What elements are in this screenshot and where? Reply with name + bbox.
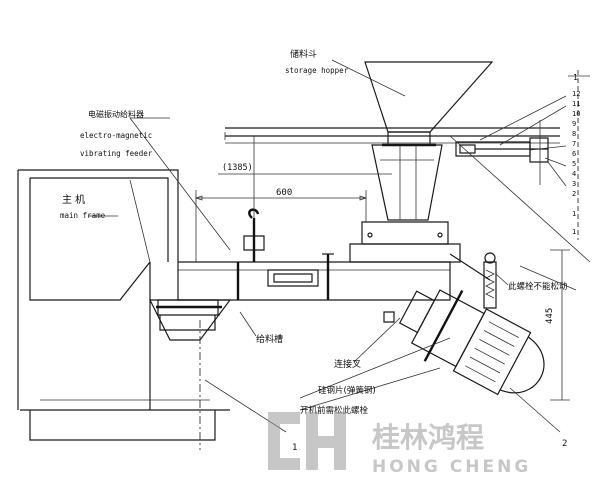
hopper-label-en: storage hopper [285,66,349,75]
scale-number: 10 [572,110,580,118]
main-frame [17,169,230,450]
hc-logo [268,412,300,470]
scale-number: 4 [572,170,576,178]
scale-number: 1 [573,73,578,82]
callout-1: 1 [292,443,297,453]
bolt-loose-label: 开机前需松此螺栓 [300,405,369,416]
spring-post [449,252,497,309]
dimension-445-label: 445 [545,308,555,324]
electromagnetic-vibrator [398,289,545,396]
main-frame-label-cn: 主 机 [62,193,85,206]
flexible-clamp [156,299,222,316]
scale-number: 9 [572,120,576,128]
scale-number: 8 [572,130,576,138]
storage-hopper [364,61,494,147]
support-rail [224,127,560,144]
bolt-fixed-label: 此螺栓不能松动 [508,281,568,292]
dimension-600: 600 [194,188,368,262]
inlet-box [349,221,461,263]
scale-number: 1 [572,228,576,236]
watermark-cn: 桂林鸿程 [372,421,484,454]
dimension-1385: (1385) [218,163,392,175]
scale-number: 12 [572,90,580,98]
feeder-label-cn: 电磁振动给料器 [88,109,144,119]
callout-2: 2 [562,439,567,449]
hopper-label-cn: 储料斗 [290,48,317,60]
scale-number: 3 [572,180,576,188]
feeder-label-en-2: vibrating feeder [80,149,153,158]
feeding-trough [149,253,451,341]
dimension-1385-label: (1385) [222,163,253,173]
hongcheng-watermark: 桂林鸿程 HONG CHENG [268,412,531,477]
dimension-445: 445 [545,249,570,401]
feeder-label-en-1: electro-magnetic [80,131,152,140]
scale-number: 11 [572,100,580,108]
main-frame-label-en: main frame [60,211,106,220]
scale-number: 2 [572,190,576,198]
adjustment-mechanism [455,120,549,185]
scale-number: 6 [572,150,576,158]
dimension-600-label: 600 [276,188,292,198]
watermark-en: HONG CHENG [372,457,531,477]
scale-number: 1 [572,210,576,218]
scale-number: 5 [572,160,576,168]
scale-number: 7 [572,140,576,148]
spring-label: 硅钢片(弹簧钢) [318,385,376,396]
yoke-label: 连接叉 [334,358,361,370]
part-number-scale: 1 12 11 10 9 8 7 6 5 4 3 2 1 1 [479,70,590,240]
suspension-hook [243,136,265,262]
trough-label: 给料槽 [256,333,283,345]
chute [371,144,443,221]
leader-lines [88,59,591,433]
connecting-block [383,311,395,323]
